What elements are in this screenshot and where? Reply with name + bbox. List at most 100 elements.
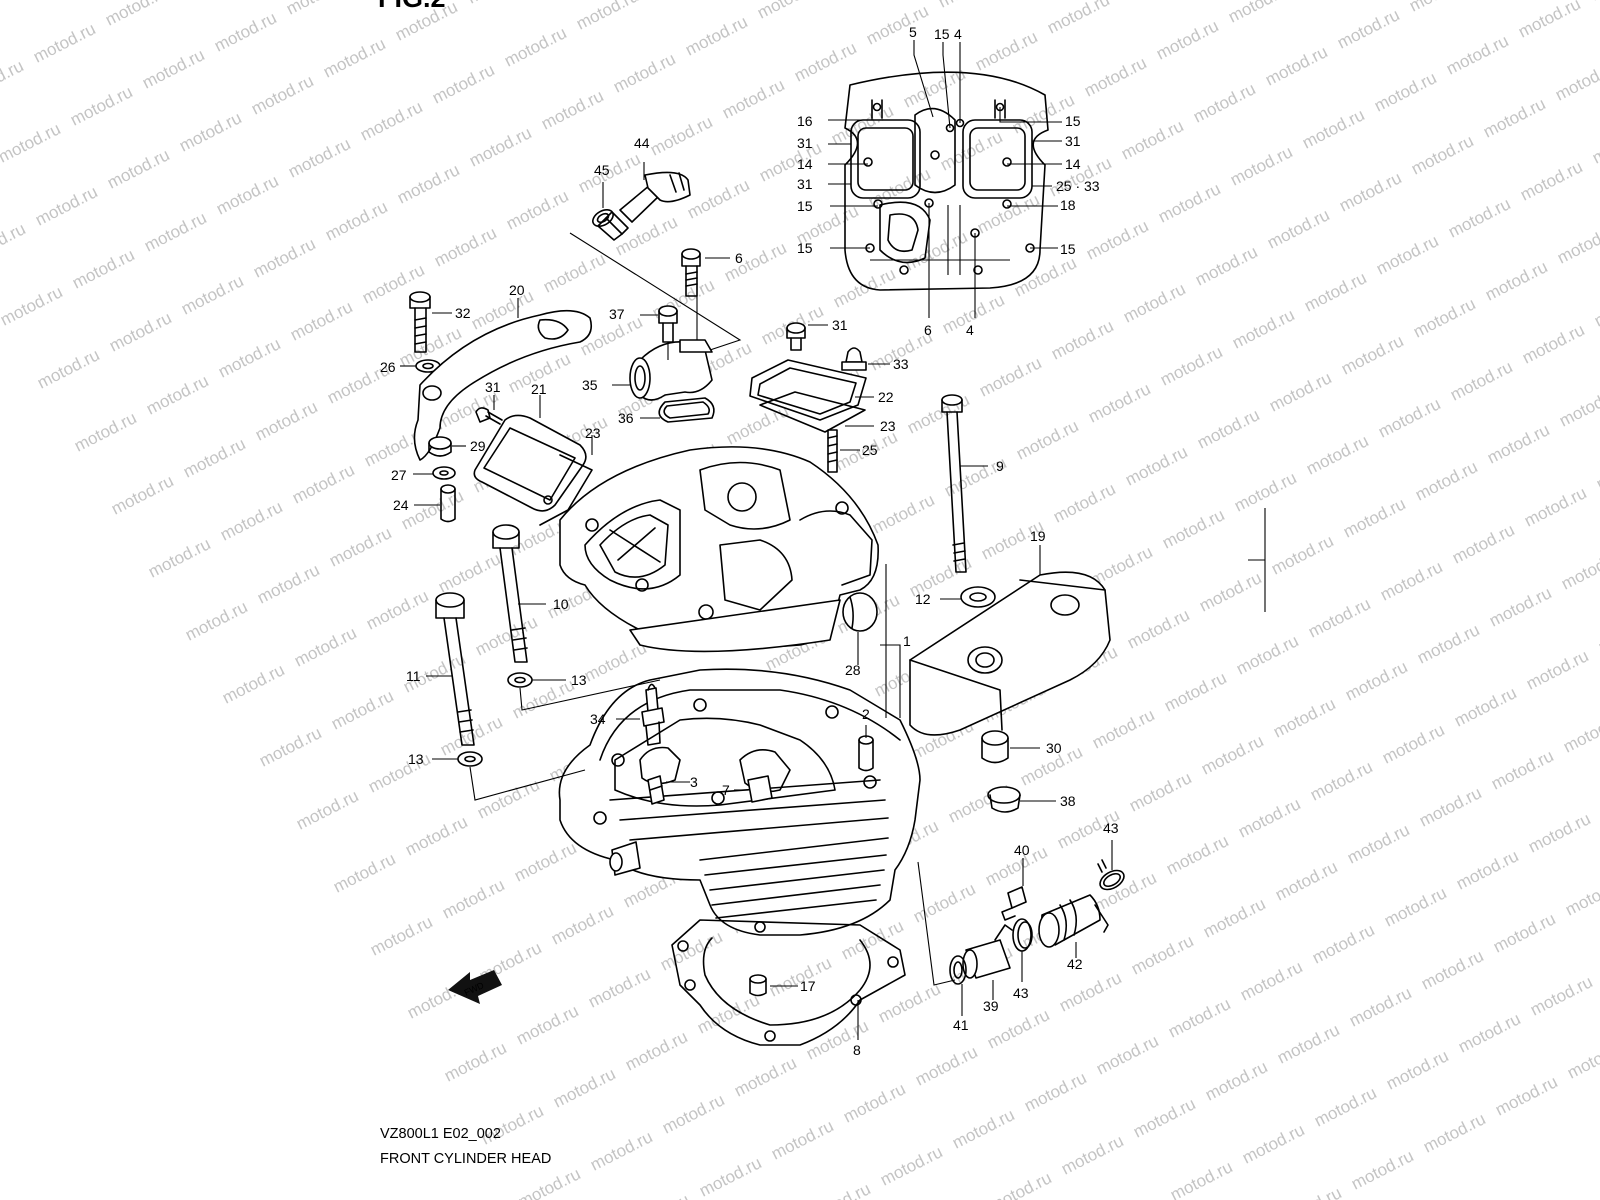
part-26-washer: [400, 359, 441, 373]
part-34-spark-plug: [616, 683, 665, 746]
callout-label: 27: [391, 467, 407, 483]
part-17-dowel: [749, 974, 798, 997]
callout-label: 11: [406, 668, 421, 684]
callout-label: 5: [909, 24, 917, 40]
callout-label: 38: [1060, 793, 1076, 809]
part-45-washer: [592, 182, 614, 227]
callout-label: 10: [553, 596, 569, 612]
callout-label: 34: [590, 711, 606, 727]
callout-label: 14: [1065, 156, 1081, 172]
part-30-grommet: [981, 730, 1040, 764]
callout-label: 4: [966, 322, 974, 338]
part-3-valve-guide-plug: [647, 775, 690, 805]
part-31-bolt-small: [475, 395, 503, 425]
part-10-bolt: [492, 524, 546, 663]
part-9-bolt: [941, 394, 988, 573]
callout-label: 13: [408, 751, 424, 767]
part-19-cover: [909, 545, 1111, 736]
figure-title: FIG.2: [378, 0, 446, 13]
callout-label: 22: [878, 389, 894, 405]
callout-label: 28: [845, 662, 861, 678]
callout-label: 6: [924, 322, 932, 338]
callout-label: 20: [509, 282, 525, 298]
callout-label: 7: [722, 782, 730, 798]
callout-label: 41: [953, 1017, 969, 1033]
part-2-dowel: [858, 725, 874, 772]
callout-label: 31: [485, 379, 501, 395]
part-28-plug: [842, 592, 878, 665]
part-6-bolt: [681, 248, 730, 297]
callout-label: 1: [903, 633, 911, 649]
callout-label: 23: [880, 418, 896, 434]
part-8-gasket: [671, 919, 906, 1046]
caption-title: FRONT CYLINDER HEAD: [380, 1151, 551, 1167]
part-37-bolt: [640, 305, 678, 343]
callout-label: 23: [585, 425, 601, 441]
part-36-oring: [640, 397, 715, 423]
part-head-lower: [558, 668, 921, 936]
callout-label: 16: [797, 113, 813, 129]
part-39-fitting: [962, 924, 1013, 1000]
callout-label: 26: [380, 359, 396, 375]
callout-label: 45: [594, 162, 610, 178]
callout-label: 42: [1067, 956, 1083, 972]
part-33-nut: [841, 347, 890, 371]
callout-label: 29: [470, 438, 486, 454]
part-43-clamp-b: [1012, 918, 1033, 982]
ref-line-1-2: [880, 564, 901, 718]
callout-label: 25 · 33: [1056, 178, 1100, 194]
part-20-cover: [413, 298, 593, 461]
callout-label: 4: [954, 26, 962, 42]
callout-label: 31: [797, 135, 813, 151]
edge-marks: [1248, 508, 1266, 612]
callout-label: 3: [690, 774, 698, 790]
inset-leaders: [828, 40, 1062, 318]
callout-label: 31: [797, 176, 813, 192]
part-25-stud: [827, 429, 860, 473]
callout-label: 8: [853, 1042, 861, 1058]
part-22-cover: [749, 359, 874, 421]
part-13-washer-b: [432, 751, 483, 767]
callout-label: 15: [1065, 113, 1081, 129]
callout-label: 6: [735, 250, 743, 266]
part-32-bolt: [409, 291, 452, 353]
part-1-cylinder-head: [559, 446, 879, 653]
callout-label: 13: [571, 672, 587, 688]
part-21-cover: [473, 395, 587, 512]
callout-label: 18: [1060, 197, 1076, 213]
ref-line-fitting: [917, 861, 956, 986]
callout-label: 9: [996, 458, 1004, 474]
callout-label: 40: [1014, 842, 1030, 858]
part-41-oring: [949, 955, 967, 1016]
callout-label: 24: [393, 497, 409, 513]
callout-label: 25: [862, 442, 878, 458]
callout-label: 39: [983, 998, 999, 1014]
part-31-bolt-right: [786, 322, 828, 351]
part-40-bolt: [1001, 858, 1027, 921]
callout-label: 33: [893, 356, 909, 372]
callout-label: 43: [1103, 820, 1119, 836]
part-43-clamp-a: [1097, 840, 1125, 891]
callout-label: 15: [1060, 241, 1076, 257]
part-42-hose: [1038, 894, 1109, 958]
callout-label: 31: [832, 317, 848, 333]
part-29-grommet: [428, 436, 466, 457]
callout-label: 14: [797, 156, 813, 172]
caption-model-code: VZ800L1 E02_002: [380, 1126, 501, 1142]
ref-line-11: [469, 766, 586, 801]
callout-label: 12: [915, 591, 931, 607]
fwd-arrow: FWD: [448, 970, 502, 1004]
part-23-gasket-left: [539, 435, 593, 526]
part-38-collar: [987, 786, 1056, 813]
callout-label: 15: [797, 198, 813, 214]
inset-head-view: [844, 71, 1049, 291]
callout-label: 2: [862, 706, 870, 722]
part-13-washer-a: [507, 672, 566, 688]
callout-label: 35: [582, 377, 598, 393]
callout-label: 17: [800, 978, 816, 994]
ref-line-sensor: [569, 232, 742, 351]
callout-label: 19: [1030, 528, 1046, 544]
ref-line-10: [519, 679, 661, 711]
callout-label: 37: [609, 306, 625, 322]
callout-label: 43: [1013, 985, 1029, 1001]
